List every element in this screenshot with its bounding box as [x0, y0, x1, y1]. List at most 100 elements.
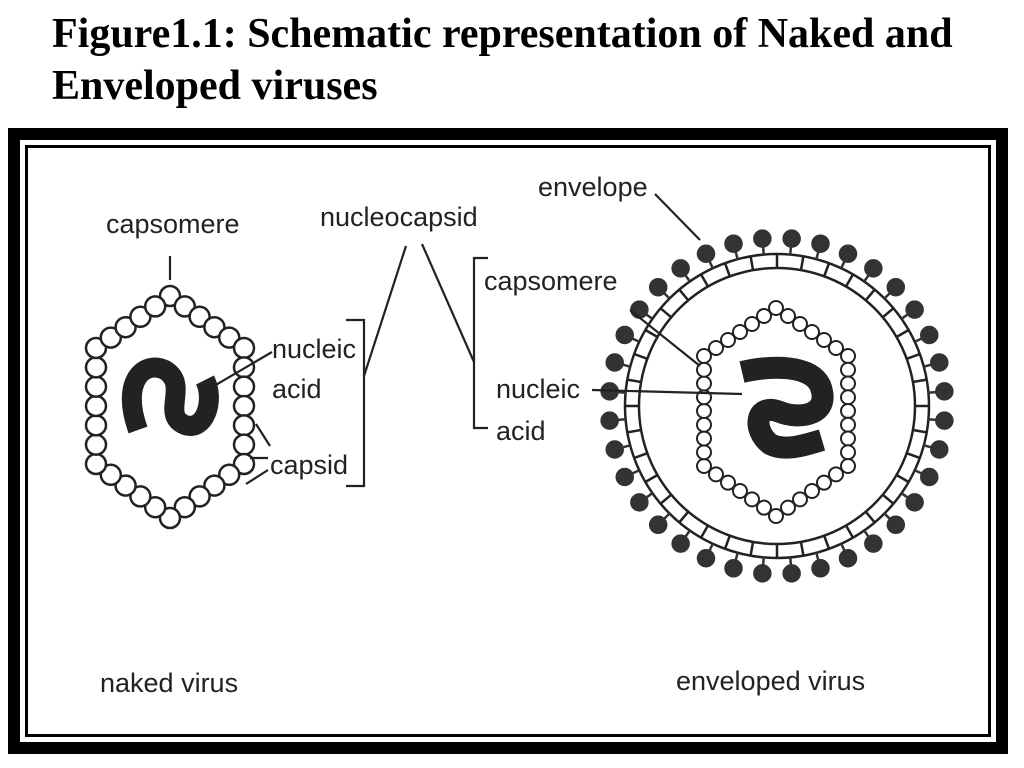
capsomere — [744, 491, 760, 508]
envelope-tick — [749, 541, 755, 556]
envelope-tick — [723, 535, 731, 550]
envelope-ticks — [625, 254, 929, 558]
capsomere — [840, 430, 856, 447]
capsomere — [732, 483, 748, 499]
capsomere — [217, 463, 241, 487]
capsomere — [203, 474, 226, 497]
capsomere — [696, 416, 712, 433]
spike — [753, 564, 772, 583]
envelope-tick — [799, 256, 805, 271]
leader-lines — [168, 193, 743, 488]
envelope-tick — [881, 493, 895, 505]
capsomere — [143, 295, 167, 318]
envelope-tick — [659, 493, 673, 505]
envelope-tick — [699, 524, 710, 539]
spike — [753, 229, 772, 248]
envelope-tick — [844, 273, 855, 288]
spike — [838, 549, 858, 568]
capsomere — [720, 332, 736, 348]
capsomere — [756, 499, 772, 516]
capsomere — [804, 483, 820, 499]
spike — [605, 440, 624, 459]
capsomere — [158, 506, 182, 530]
spike — [905, 493, 924, 512]
naked-nucleic-label-line1: nucleic — [272, 334, 356, 364]
spike — [605, 353, 624, 372]
spike — [724, 234, 743, 253]
nucleocapsid-leader-right — [420, 243, 476, 363]
envelope-tick — [912, 428, 927, 434]
capsomere — [840, 444, 856, 461]
spike — [935, 382, 954, 401]
capsomere — [840, 348, 856, 364]
envelope-tick — [723, 262, 731, 277]
env-nucleic-leader-line — [591, 388, 743, 396]
envelope-tick — [906, 352, 921, 360]
capsomere — [816, 474, 832, 491]
env-capsomere-leader-line — [629, 309, 701, 367]
spike — [696, 244, 716, 263]
capsomere — [792, 316, 808, 332]
naked-nucleic-leader-line — [213, 351, 273, 387]
capsomere — [188, 485, 211, 508]
spike — [935, 411, 954, 430]
nucleocapsid-label: nucleocapsid — [320, 202, 478, 232]
figure-frame-inner-border — [25, 145, 991, 737]
capsomere — [768, 508, 784, 524]
naked-nucleic-label-line2: acid — [272, 374, 322, 404]
envelope-tick — [823, 535, 831, 550]
spike — [886, 515, 906, 535]
capsomere — [828, 340, 844, 356]
enveloped-bracket — [472, 256, 488, 430]
enveloped-virus-label: enveloped virus — [676, 666, 865, 696]
envelope-tick — [699, 273, 710, 288]
figure-title: Figure1.1: Schematic representation of N… — [52, 11, 953, 109]
spike — [864, 534, 883, 553]
capsomere — [732, 324, 748, 340]
capsomere — [84, 433, 108, 456]
capsomere — [232, 336, 256, 360]
capsomere — [114, 474, 137, 497]
spike — [615, 325, 634, 345]
capsomere — [780, 499, 796, 516]
spike — [671, 534, 690, 553]
envelope-tick — [659, 307, 673, 319]
capsomere — [840, 361, 856, 378]
enveloped-nucleic-acid — [739, 356, 834, 459]
capsid-label: capsid — [270, 450, 348, 480]
spike — [648, 515, 668, 535]
capsomere — [792, 491, 808, 508]
envelope-tick — [627, 378, 642, 384]
capsomere — [840, 416, 856, 433]
spike — [838, 244, 858, 263]
capsomere — [744, 316, 760, 332]
enveloped-capsomere-label: capsomere — [484, 266, 618, 296]
envelope-leader-line — [654, 193, 701, 241]
envelope-tick — [881, 307, 895, 319]
spike — [696, 549, 716, 568]
capsomere — [840, 389, 856, 406]
capsomere — [840, 375, 856, 392]
spike — [600, 411, 619, 430]
envelope-tick — [644, 473, 659, 484]
spike — [615, 467, 634, 487]
naked-bracket — [346, 318, 366, 488]
envelope-tick — [633, 452, 648, 460]
capsomere — [780, 308, 796, 324]
capsomere — [232, 375, 256, 398]
envelope-tick — [633, 352, 648, 360]
naked-nucleic-acid — [121, 357, 219, 436]
enveloped-nucleic-label-line2: acid — [496, 416, 546, 446]
capsomere — [696, 375, 712, 392]
capsomere — [232, 452, 256, 476]
envelope-tick — [799, 541, 805, 556]
naked-capsomere-label: capsomere — [106, 209, 240, 239]
capsomere — [828, 466, 844, 483]
capsomere — [708, 466, 724, 483]
capsomere — [143, 495, 167, 519]
spike — [905, 300, 924, 319]
envelope-tick — [895, 473, 910, 484]
capsomere — [232, 433, 256, 456]
capsomere — [99, 463, 123, 487]
